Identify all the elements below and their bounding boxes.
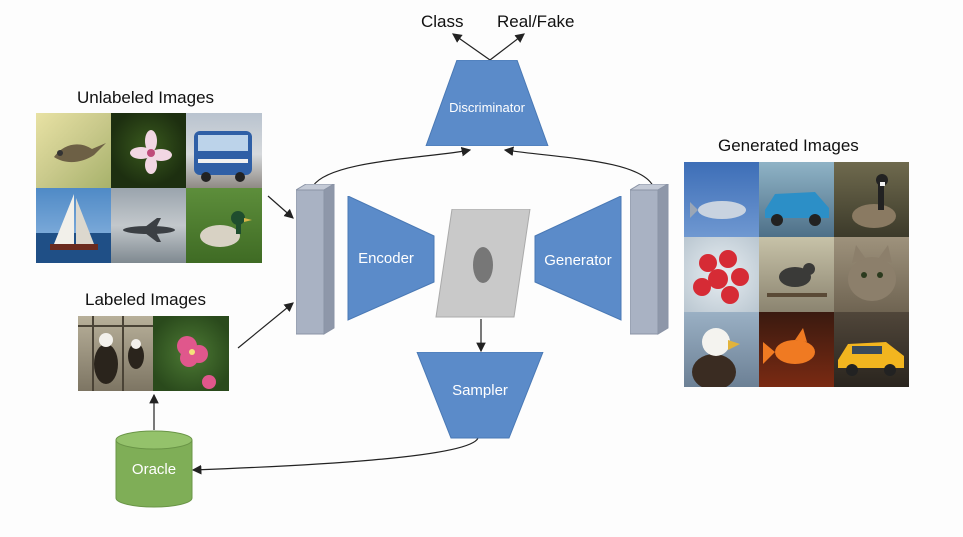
bus-image [186, 113, 262, 188]
unlabeled-images-title: Unlabeled Images [77, 88, 215, 107]
arrow-to-realfake [489, 33, 525, 61]
generator-label: Generator [544, 252, 612, 269]
arrow-to-class [452, 33, 491, 61]
arrow-unlabeled-to-encoder [267, 195, 294, 219]
oracle-label: Oracle [131, 461, 177, 478]
airship-image [684, 162, 759, 237]
generator-block [534, 196, 622, 321]
eagle-generated-image [684, 312, 759, 387]
generated-image-grid [684, 162, 909, 387]
latent-distribution-icon [473, 247, 493, 283]
eagle-labeled-image [78, 316, 153, 391]
class-label: Class [421, 12, 464, 31]
sailboat-image [36, 188, 111, 263]
arrow-generator-to-discriminator [503, 146, 654, 187]
cat-image [834, 237, 909, 312]
latent-space [435, 209, 531, 318]
goose-image [834, 162, 909, 237]
arrow-labeled-to-encoder [237, 302, 294, 349]
unlabeled-image-grid [36, 113, 262, 263]
input-feature-bar [296, 184, 335, 335]
discriminator-label: Discriminator [449, 100, 525, 115]
realfake-label: Real/Fake [497, 12, 575, 31]
generated-images-title: Generated Images [718, 136, 859, 155]
discriminator-block [425, 60, 549, 146]
flower-image [111, 113, 186, 188]
oracle-cylinder [115, 430, 193, 508]
bird-image [759, 237, 834, 312]
labeled-image-grid [78, 316, 229, 391]
goldfish-image [759, 312, 834, 387]
strawberries-image [684, 237, 759, 312]
hibiscus-labeled-image [153, 316, 229, 391]
labeled-images-title: Labeled Images [85, 290, 206, 309]
encoder-label: Encoder [358, 250, 414, 267]
arrow-encoder-to-discriminator [312, 146, 472, 187]
encoder-block [347, 196, 435, 321]
taxi-image [834, 312, 909, 387]
arrow-sampler-to-oracle [191, 437, 479, 475]
hummingbird-image [36, 113, 111, 188]
sampler-block [416, 352, 544, 439]
sampler-label: Sampler [452, 382, 508, 399]
airplane-image [111, 188, 186, 263]
car-image [759, 162, 834, 237]
duck-image [186, 188, 262, 263]
output-feature-bar [630, 184, 669, 335]
